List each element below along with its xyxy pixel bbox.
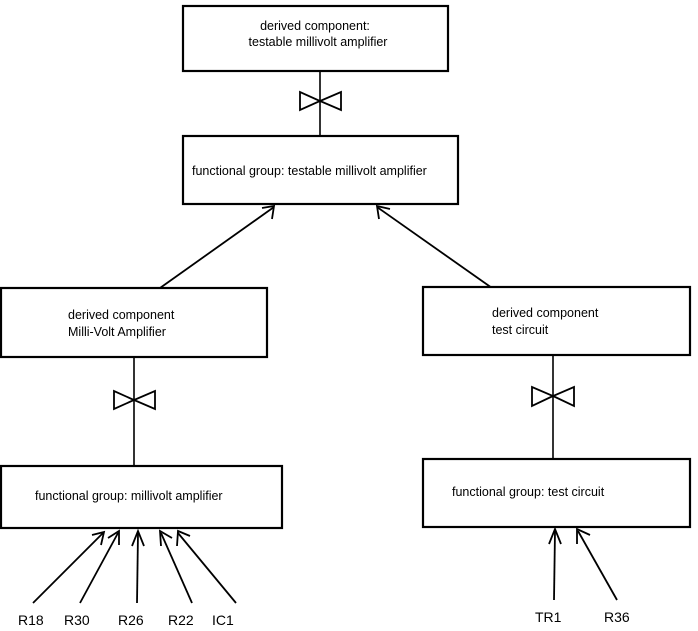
- arrow-leaf-r30: [79, 529, 120, 604]
- arrow-leaf-r18-head: [91, 530, 106, 546]
- node-left-derived-component-rect[interactable]: [0, 286, 269, 359]
- arrow-leaf-r26-shaft: [136, 532, 139, 604]
- node-top-derived-component-line2: testable millivolt amplifier: [249, 35, 388, 49]
- arrow-leaf-r30-head: [107, 529, 120, 545]
- leaf-label-r18: R18: [18, 612, 44, 628]
- leaf-label-r30: R30: [64, 612, 90, 628]
- leaf-arrows-right: [548, 526, 618, 601]
- bowtie-realization-icon-right: [531, 385, 575, 408]
- leaf-label-r22: R22: [168, 612, 194, 628]
- node-top-derived-component-line1: derived component:: [260, 19, 370, 33]
- node-left-functional-group-label: functional group: millivolt amplifier: [35, 489, 223, 503]
- arrow-leaf-tr1-head: [548, 526, 562, 545]
- leaf-label-r26: R26: [118, 612, 144, 628]
- arrow-right-shaft: [376, 206, 493, 289]
- arrow-leaf-r22-head: [158, 529, 173, 547]
- connector-left-realization: [113, 357, 156, 466]
- arrow-leaf-r18: [32, 530, 106, 604]
- arrow-leaf-r36: [576, 527, 618, 601]
- node-right-functional-group-rect[interactable]: [421, 457, 692, 529]
- bowtie-realization-icon-left: [113, 389, 156, 411]
- connector-right-realization: [531, 355, 575, 459]
- arrow-leaf-r36-shaft: [577, 530, 618, 601]
- arrow-right-derived-to-top-functional: [375, 204, 493, 289]
- arrow-leaf-r22-shaft: [160, 532, 193, 604]
- node-top-functional-group-label: functional group: testable millivolt amp…: [192, 164, 427, 178]
- node-right-derived-component-line1: derived component: [492, 306, 599, 320]
- leaf-arrows-left: [32, 528, 237, 604]
- arrow-leaf-ic1-head: [176, 529, 191, 547]
- leaf-labels-right: TR1 R36: [535, 609, 630, 625]
- arrow-leaf-r26: [131, 528, 145, 604]
- arrow-leaf-r18-shaft: [32, 532, 104, 604]
- arrow-leaf-tr1-shaft: [553, 530, 556, 601]
- arrow-leaf-tr1: [548, 526, 562, 601]
- arrow-left-shaft: [159, 206, 275, 289]
- node-right-functional-group[interactable]: functional group: test circuit: [421, 457, 692, 529]
- node-left-functional-group-rect[interactable]: [0, 464, 284, 530]
- arrow-leaf-r36-head: [576, 527, 591, 544]
- node-top-derived-component-rect[interactable]: [181, 4, 450, 73]
- node-top-functional-group-rect[interactable]: [181, 134, 460, 206]
- arrow-leaf-r30-shaft: [79, 532, 119, 604]
- node-left-derived-component[interactable]: derived component Milli-Volt Amplifier: [0, 286, 269, 359]
- arrow-left-head: [261, 204, 276, 220]
- node-right-derived-component[interactable]: derived component test circuit: [421, 285, 692, 357]
- bowtie-realization-icon: [299, 90, 342, 112]
- node-right-functional-group-label: functional group: test circuit: [452, 485, 605, 499]
- node-left-functional-group[interactable]: functional group: millivolt amplifier: [0, 464, 284, 530]
- leaf-labels-left: R18 R30 R26 R22 IC1: [18, 612, 234, 628]
- leaf-label-r36: R36: [604, 609, 630, 625]
- connector-top-realization: [299, 71, 342, 136]
- arrow-leaf-r26-head: [131, 528, 145, 547]
- arrow-left-derived-to-top-functional: [159, 204, 276, 289]
- node-right-derived-component-line2: test circuit: [492, 323, 549, 337]
- node-top-functional-group[interactable]: functional group: testable millivolt amp…: [181, 134, 460, 206]
- node-top-derived-component[interactable]: derived component: testable millivolt am…: [181, 4, 450, 73]
- arrow-leaf-r22: [158, 529, 193, 604]
- arrow-right-head: [375, 204, 391, 220]
- leaf-label-tr1: TR1: [535, 609, 562, 625]
- leaf-label-ic1: IC1: [212, 612, 234, 628]
- node-left-derived-component-line1: derived component: [68, 308, 175, 322]
- arrow-leaf-ic1: [176, 529, 237, 604]
- arrow-leaf-ic1-shaft: [177, 532, 237, 604]
- node-right-derived-component-rect[interactable]: [421, 285, 692, 357]
- node-left-derived-component-line2: Milli-Volt Amplifier: [68, 325, 166, 339]
